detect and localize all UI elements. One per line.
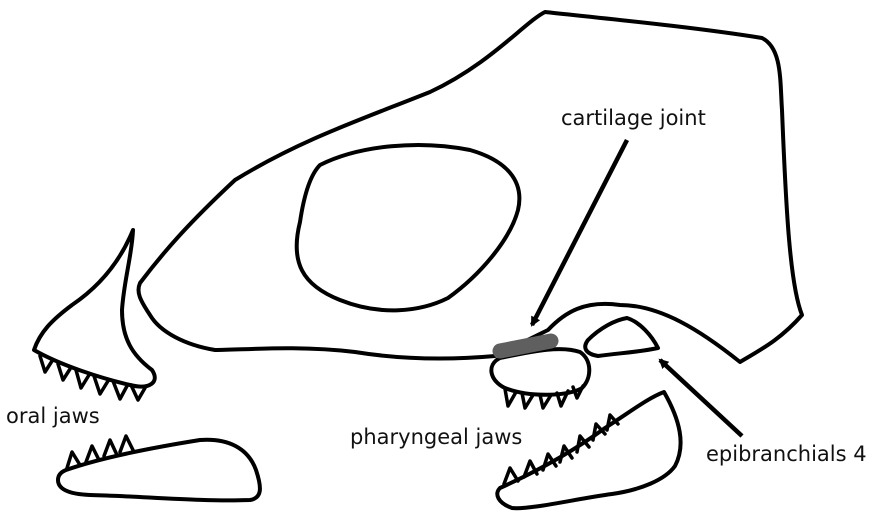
cartilage-joint-label: cartilage joint (561, 108, 706, 129)
pharyngeal-jaws-label: pharyngeal jaws (350, 427, 522, 448)
orbit-opening (297, 145, 520, 310)
epibranchial-4-bone (585, 318, 658, 356)
lower-oral-jaw-bone (58, 440, 260, 501)
cartilage-joint-arrow (532, 140, 627, 325)
cranium-outline (138, 12, 802, 362)
epibranchials-label: epibranchials 4 (706, 444, 867, 465)
oral-jaws-label: oral jaws (6, 406, 100, 427)
epibranchial-arrow (660, 360, 742, 436)
cartilage-joint-bar (500, 341, 551, 351)
lower-oral-teeth (67, 436, 133, 468)
upper-pharyngeal-teeth (505, 386, 583, 408)
